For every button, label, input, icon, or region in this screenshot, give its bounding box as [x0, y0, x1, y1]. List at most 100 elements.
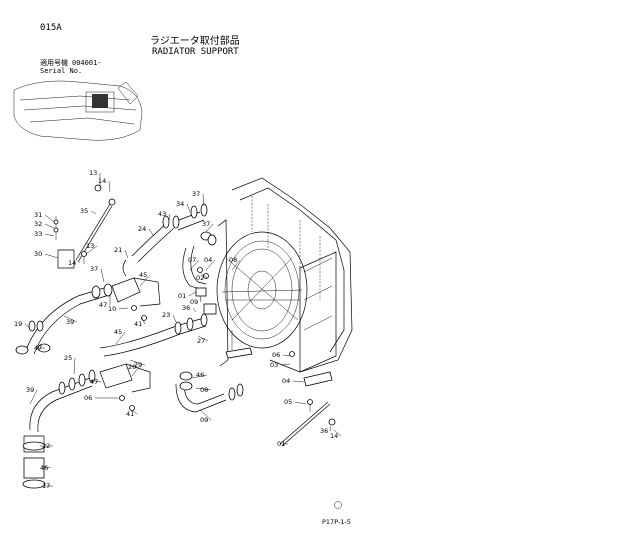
callout-number: 46: [196, 371, 204, 379]
callout-leader: [202, 193, 205, 207]
callout-number: 47: [34, 344, 42, 352]
callout-leader: [108, 180, 111, 193]
callout-leader: [90, 210, 97, 215]
callout-number: 01: [178, 292, 186, 300]
callout-leader: [280, 363, 291, 366]
callout-number: 47: [99, 301, 107, 309]
serial-label-japanese: 適用号機: [40, 59, 68, 67]
revision-mark-icon: [334, 501, 342, 509]
callout-leader: [141, 317, 146, 325]
callout-number: 14: [330, 432, 338, 440]
callout-leader: [29, 389, 38, 405]
callout-number: 39: [26, 386, 34, 394]
mounting-pads: [197, 267, 333, 412]
callout-number: 13: [89, 169, 97, 177]
callout-leader: [41, 465, 52, 469]
stay-rods: [53, 184, 336, 447]
callout-leader: [199, 295, 202, 303]
callout-number: 08: [200, 386, 208, 394]
callout-number: 19: [14, 320, 22, 328]
callout-leader: [333, 429, 342, 437]
callout-number: 10: [108, 305, 116, 313]
callout-leader: [189, 259, 200, 271]
callout-leader: [148, 228, 155, 237]
callout-leader: [186, 203, 191, 213]
callout-number: 41: [134, 320, 142, 328]
callout-number: 21: [114, 246, 122, 254]
callout-leader: [172, 314, 177, 323]
callout-number: 45: [139, 271, 147, 279]
callout-number: 31: [34, 211, 42, 219]
callout-leader: [195, 387, 212, 391]
callout-number: 09: [190, 298, 198, 306]
callout-leader: [282, 354, 291, 357]
callout-number: 46: [40, 464, 48, 472]
page-id: 015A: [40, 23, 62, 33]
callout-leader: [73, 357, 76, 375]
callout-number: 08: [229, 256, 237, 264]
callout-leader: [199, 409, 212, 421]
callout-leader: [44, 253, 59, 259]
callout-number: 13: [86, 242, 94, 250]
callout-leader: [124, 249, 129, 259]
callout-leader: [231, 259, 241, 271]
callout-leader: [329, 425, 332, 432]
callout-number: 45: [114, 328, 122, 336]
upper-hoses: [131, 203, 217, 297]
callout-number: 34: [176, 200, 184, 208]
callout-number: 04: [204, 256, 212, 264]
callout-number: 41: [126, 410, 134, 418]
callout-number: 30: [34, 250, 42, 258]
callout-number: 02: [196, 274, 204, 282]
callout-leader: [294, 401, 307, 405]
callout-number: 14: [98, 177, 106, 185]
callout-number: 43: [158, 210, 166, 218]
callout-number: 25: [64, 354, 72, 362]
callout-leader: [205, 223, 214, 233]
callout-leader: [24, 323, 31, 329]
title-japanese: ラジエータ取付部品: [150, 36, 240, 47]
callout-leader: [44, 214, 55, 223]
callout-number: 33: [34, 230, 42, 238]
callouts: 1314313233353013142124373437430702040901…: [14, 169, 342, 490]
callout-number: 09: [200, 416, 208, 424]
callout-leader: [44, 233, 55, 237]
callout-number: 23: [162, 311, 170, 319]
callout-leader: [192, 307, 197, 313]
callout-number: 03: [270, 361, 278, 369]
callout-leader: [78, 261, 81, 264]
callout-number: 37: [90, 265, 98, 273]
callout-leader: [197, 335, 209, 342]
lower-hoses: [22, 363, 244, 489]
callout-number: 04: [282, 377, 290, 385]
callout-number: 36: [182, 304, 190, 312]
callout-number: 01: [277, 440, 285, 448]
serial-value: 004001-: [72, 59, 102, 67]
callout-leader: [85, 245, 98, 255]
callout-number: 22: [42, 442, 50, 450]
callout-number: 37: [192, 190, 200, 198]
callout-number: 35: [80, 207, 88, 215]
callout-number: 20: [128, 363, 136, 371]
callout-leader: [118, 307, 129, 310]
callout-number: 39: [66, 318, 74, 326]
callout-number: 36: [320, 427, 328, 435]
callout-leader: [44, 223, 55, 229]
machine-overview-sketch: [13, 80, 143, 141]
callout-leader: [139, 274, 151, 287]
callout-leader: [63, 315, 78, 323]
callout-leader: [89, 379, 102, 383]
footer-code: P17P-1-5: [322, 518, 351, 526]
callout-number: 32: [34, 220, 42, 228]
callout-number: 14: [68, 259, 76, 267]
callout-number: 27: [197, 337, 205, 345]
callout-number: 05: [284, 398, 292, 406]
callout-leader: [205, 259, 216, 271]
callout-number: 47: [90, 378, 98, 386]
callout-leader: [292, 380, 305, 383]
callout-leader: [131, 366, 140, 377]
callout-number: 07: [188, 256, 196, 264]
title-english: RADIATOR SUPPORT: [152, 47, 239, 57]
callout-number: 29: [134, 361, 142, 369]
